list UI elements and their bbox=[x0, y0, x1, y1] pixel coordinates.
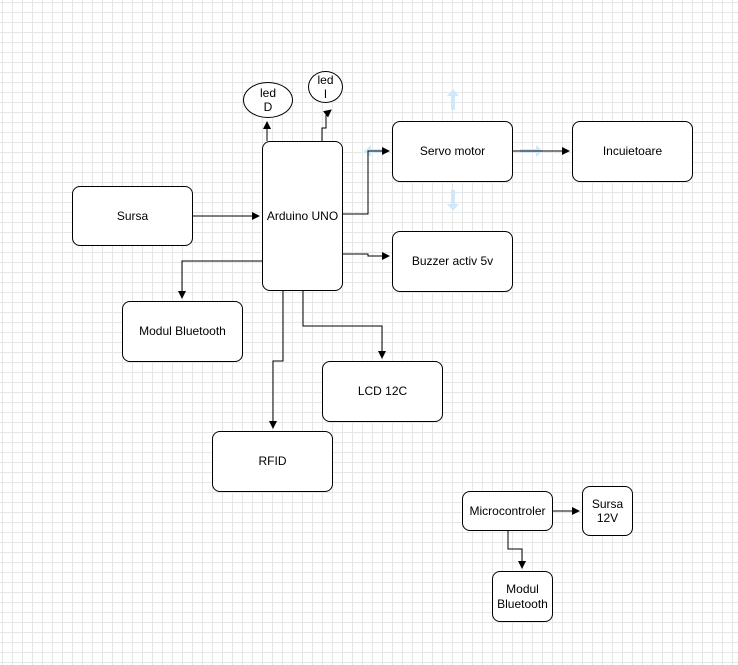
node-label: Arduino UNO bbox=[266, 208, 339, 223]
node-lcd[interactable]: LCD 12C bbox=[322, 361, 443, 422]
node-arduino-uno[interactable]: Arduino UNO bbox=[262, 141, 343, 291]
edge-arduino-servo[interactable] bbox=[343, 147, 390, 215]
node-label: Modul Bluetooth bbox=[139, 324, 226, 339]
edge-arduino-bluetooth[interactable] bbox=[178, 260, 263, 299]
edge-arduino-led-l[interactable] bbox=[321, 109, 332, 141]
node-label: Modul Bluetooth bbox=[497, 582, 548, 611]
hover-arrow-up-icon[interactable] bbox=[447, 89, 459, 110]
edge-microcontroler-bluetooth2[interactable] bbox=[507, 531, 526, 569]
node-rfid[interactable]: RFID bbox=[212, 431, 333, 492]
node-label: Sursa bbox=[116, 208, 149, 223]
node-label: LCD 12C bbox=[357, 384, 408, 399]
node-sursa-12v[interactable]: Sursa 12V bbox=[582, 486, 633, 536]
node-servo-motor[interactable]: Servo motor bbox=[392, 121, 513, 182]
node-label: Sursa 12V bbox=[591, 496, 624, 525]
node-modul-bluetooth[interactable]: Modul Bluetooth bbox=[122, 301, 243, 362]
node-label: Buzzer activ 5v bbox=[411, 254, 494, 269]
node-buzzer[interactable]: Buzzer activ 5v bbox=[392, 231, 513, 292]
node-led-d[interactable]: led D bbox=[243, 82, 293, 118]
edge-arduino-lcd[interactable] bbox=[302, 291, 386, 359]
node-label: Microcontroler bbox=[469, 503, 546, 518]
edge-arduino-buzzer[interactable] bbox=[343, 252, 390, 260]
node-label: led D bbox=[259, 85, 276, 114]
node-sursa[interactable]: Sursa bbox=[72, 186, 193, 246]
node-led-l[interactable]: led l bbox=[308, 71, 343, 103]
node-label: RFID bbox=[258, 454, 287, 469]
node-label: led l bbox=[317, 72, 334, 101]
node-microcontroler[interactable]: Microcontroler bbox=[462, 491, 553, 531]
hover-arrow-down-icon[interactable] bbox=[447, 190, 459, 211]
node-label: Servo motor bbox=[419, 144, 486, 159]
edge-arduino-rfid[interactable] bbox=[269, 291, 284, 429]
node-label: Incuietoare bbox=[602, 144, 663, 159]
node-modul-bluetooth-2[interactable]: Modul Bluetooth bbox=[492, 571, 553, 622]
node-incuietoare[interactable]: Incuietoare bbox=[572, 121, 693, 182]
